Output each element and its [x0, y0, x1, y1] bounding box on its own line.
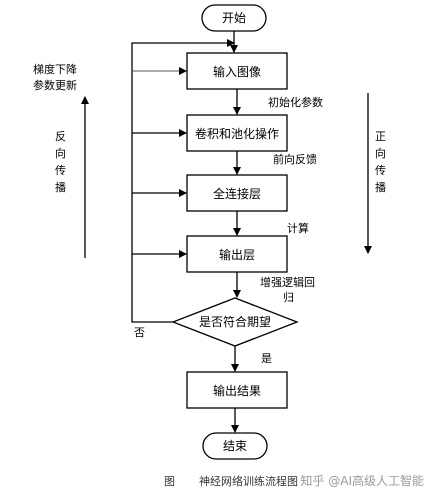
output-layer-label: 输出层	[219, 247, 255, 262]
input-image-box	[186, 52, 288, 90]
output-layer-box	[186, 235, 288, 273]
watermark: 知乎 @AI高级人工智能	[300, 473, 424, 488]
output-result-box	[186, 371, 288, 409]
gradient-label-line2: 参数更新	[33, 78, 77, 92]
conv-pool-label: 卷积和池化操作	[195, 126, 279, 141]
forward-char-3: 传	[375, 164, 386, 177]
gradient-label-line1: 梯度下降	[33, 62, 77, 76]
backprop-char-3: 传	[55, 164, 66, 177]
label-enhance-logic-1: 增强逻辑回	[260, 275, 315, 289]
backprop-char-1: 反	[55, 130, 66, 143]
output-result-label: 输出结果	[213, 383, 261, 398]
edge-decision-loop	[131, 39, 235, 323]
caption-fig: 图	[164, 475, 175, 488]
fully-connected-label: 全连接层	[213, 186, 261, 201]
backprop-char-4: 播	[55, 180, 66, 194]
forward-char-1: 正	[375, 130, 386, 143]
label-init-params: 初始化参数	[268, 95, 323, 109]
forward-char-2: 向	[375, 146, 386, 160]
input-image-label: 输入图像	[213, 64, 261, 79]
end-terminal	[202, 432, 268, 460]
start-label: 开始	[222, 11, 246, 25]
label-compute: 计算	[287, 221, 309, 235]
label-forward-feedback: 前向反馈	[273, 152, 317, 166]
label-enhance-logic-2: 归	[283, 290, 294, 304]
fully-connected-box	[186, 174, 288, 212]
caption-title: 神经网络训练流程图	[199, 474, 298, 488]
forward-char-4: 播	[375, 180, 386, 194]
end-label: 结束	[223, 439, 247, 453]
label-no: 否	[134, 326, 145, 339]
decision-label: 是否符合期望	[199, 314, 271, 329]
backprop-char-2: 向	[55, 146, 66, 160]
label-yes: 是	[261, 352, 272, 365]
